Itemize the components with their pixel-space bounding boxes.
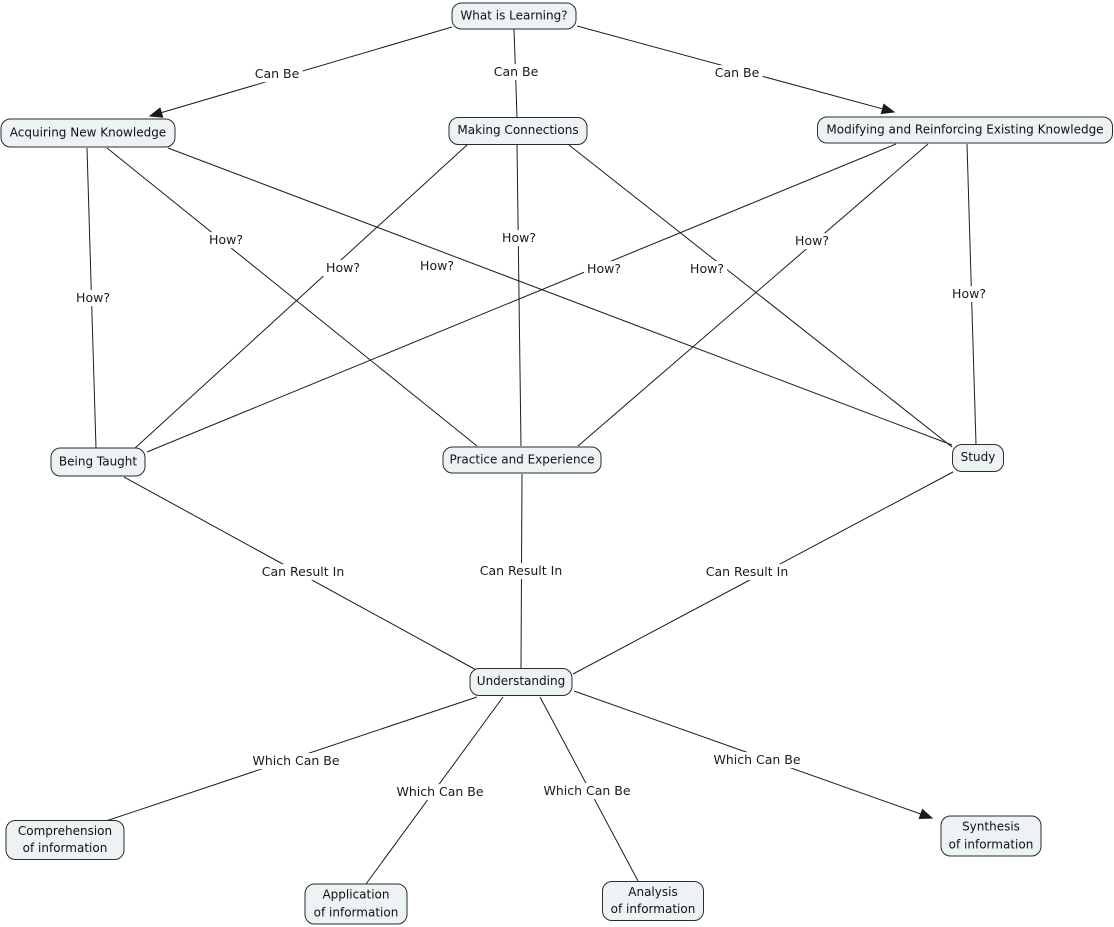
node-practice-and-experience[interactable]: Practice and Experience (442, 446, 602, 474)
edge-label-taught-to-understanding[interactable]: Can Result In (258, 564, 348, 580)
node-application-of-information[interactable]: Application of information (304, 883, 408, 925)
node-being-taught[interactable]: Being Taught (50, 447, 146, 477)
node-acquiring-new-knowledge[interactable]: Acquiring New Knowledge (0, 118, 176, 148)
edge-label-practice-to-understanding[interactable]: Can Result In (476, 563, 566, 579)
node-understanding[interactable]: Understanding (469, 668, 573, 696)
edge-label-study-to-understanding[interactable]: Can Result In (702, 564, 792, 580)
edge-label-acquiring-to-taught[interactable]: How? (73, 290, 113, 306)
node-what-is-learning[interactable]: What is Learning? (451, 2, 577, 30)
node-making-connections[interactable]: Making Connections (448, 117, 588, 145)
edge-label-understanding-to-comprehension[interactable]: Which Can Be (249, 753, 343, 769)
node-study[interactable]: Study (952, 444, 1004, 472)
node-synthesis-of-information[interactable]: Synthesis of information (940, 815, 1042, 857)
edge-line-modifying-to-practice (577, 143, 929, 447)
edge-label-understanding-to-analysis[interactable]: Which Can Be (540, 783, 634, 799)
edge-line-connections-to-practice (516, 144, 522, 447)
edge-label-connections-to-taught[interactable]: How? (323, 260, 363, 276)
edge-label-acquiring-to-study[interactable]: How? (417, 258, 457, 274)
edge-label-what-to-connections[interactable]: Can Be (490, 64, 542, 80)
edge-line-modifying-to-taught (146, 143, 897, 453)
edge-line-connections-to-study (568, 144, 953, 448)
node-comprehension-of-information[interactable]: Comprehension of information (5, 820, 125, 860)
edge-label-modifying-to-taught[interactable]: How? (584, 261, 624, 277)
edge-label-what-to-modifying[interactable]: Can Be (711, 65, 763, 81)
node-analysis-of-information[interactable]: Analysis of information (602, 881, 704, 921)
edge-label-modifying-to-practice[interactable]: How? (792, 233, 832, 249)
edge-label-modifying-to-study[interactable]: How? (949, 286, 989, 302)
edge-line-acquiring-to-practice (106, 147, 478, 447)
edge-label-what-to-acquiring[interactable]: Can Be (251, 66, 303, 82)
edge-label-understanding-to-application[interactable]: Which Can Be (393, 784, 487, 800)
edge-label-connections-to-practice[interactable]: How? (499, 230, 539, 246)
edge-label-acquiring-to-practice[interactable]: How? (206, 232, 246, 248)
edge-line-connections-to-taught (133, 144, 468, 450)
edge-line-acquiring-to-study (167, 147, 953, 446)
edge-label-connections-to-study[interactable]: How? (687, 261, 727, 277)
node-modifying-existing-knowledge[interactable]: Modifying and Reinforcing Existing Knowl… (817, 116, 1113, 144)
edge-label-understanding-to-synthesis[interactable]: Which Can Be (710, 752, 804, 768)
